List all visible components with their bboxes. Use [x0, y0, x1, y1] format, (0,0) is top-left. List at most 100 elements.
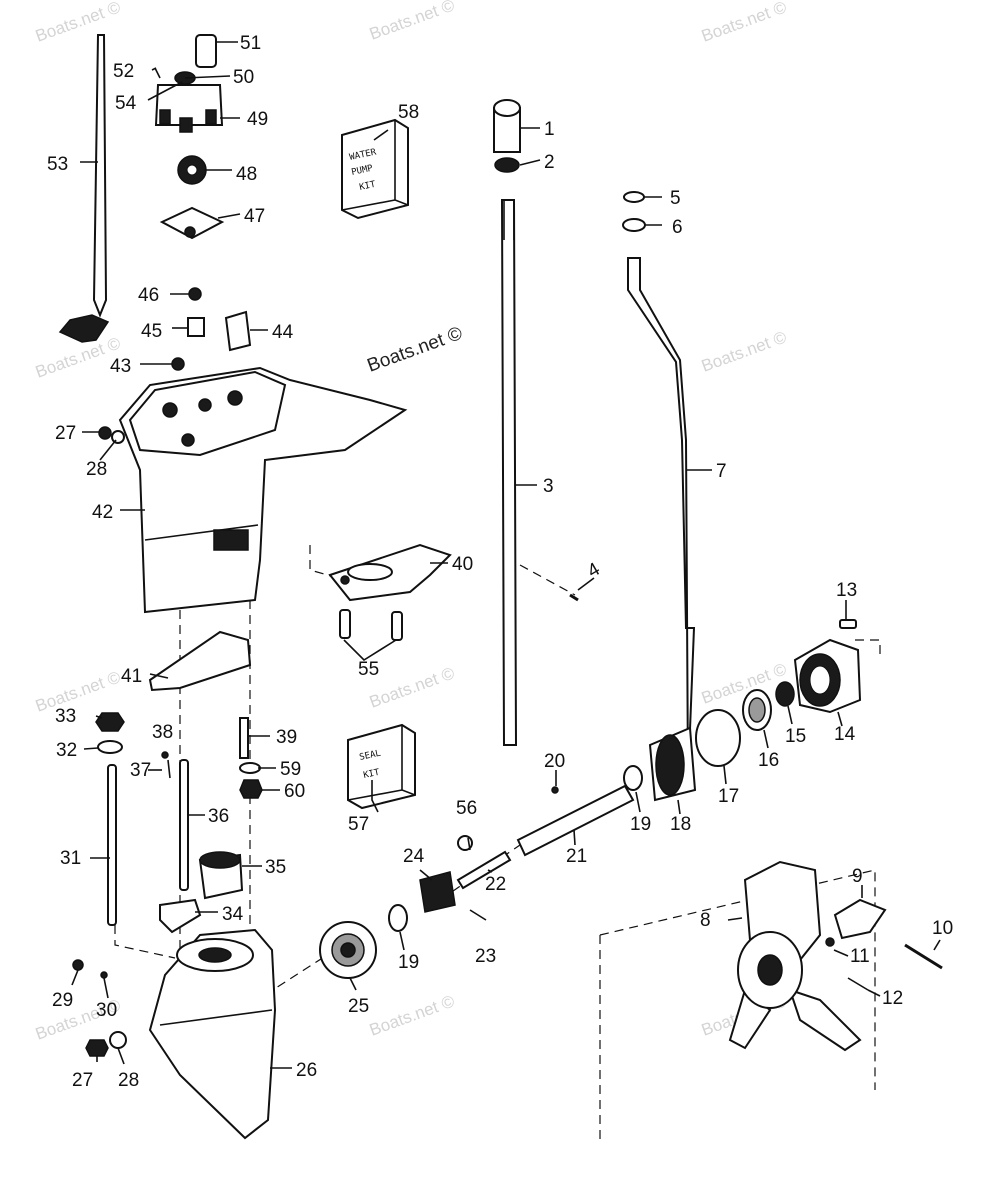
callout-20: 20 [544, 751, 565, 772]
washer-32 [97, 740, 123, 754]
callout-29: 29 [52, 990, 73, 1011]
callout-59: 59 [280, 759, 301, 780]
kit-label-line3: KIT [359, 180, 378, 193]
watermark: Boats.net © [367, 991, 458, 1039]
callout-21: 21 [566, 846, 587, 867]
bearing-16 [742, 689, 772, 731]
washer-59 [239, 762, 261, 774]
callout-51: 51 [240, 33, 261, 54]
callout-19-lower: 19 [398, 952, 419, 973]
part-20 [551, 786, 559, 794]
callout-36: 36 [208, 806, 229, 827]
watermark: Boats.net © [367, 0, 458, 44]
callout-28-upper: 28 [86, 459, 107, 480]
kit-label-line1: SEAL [359, 749, 382, 763]
nut-27-upper [98, 426, 112, 440]
callout-3: 3 [543, 476, 554, 497]
part-46 [188, 287, 202, 301]
screw-29 [72, 959, 84, 971]
callout-52: 52 [113, 61, 134, 82]
callout-17: 17 [718, 786, 739, 807]
pin-10 [904, 943, 943, 970]
callout-55: 55 [358, 659, 379, 680]
callout-41: 41 [121, 666, 142, 687]
pin-4 [569, 593, 579, 602]
seal-15 [775, 681, 795, 707]
callout-44: 44 [272, 322, 294, 343]
washer-28-upper [111, 430, 125, 444]
shift-rod-53 [58, 34, 110, 343]
callout-32: 32 [56, 740, 77, 761]
watermark-center: Boats.net © [365, 323, 466, 377]
callout-4: 4 [584, 559, 604, 583]
washer-11 [825, 937, 835, 947]
callout-34: 34 [222, 904, 244, 925]
o-ring-17 [695, 709, 741, 767]
driveshaft-housing-42 [118, 366, 408, 614]
callout-1: 1 [544, 119, 555, 140]
callout-27-upper: 27 [55, 423, 76, 444]
callout-28-lower: 28 [118, 1070, 139, 1091]
part-45 [187, 317, 205, 337]
water-pump-kit-58: WATER PUMP KIT [341, 118, 409, 220]
callout-48: 48 [236, 164, 257, 185]
pin-22 [456, 850, 512, 890]
pin-30 [100, 971, 108, 979]
part-44 [224, 310, 252, 352]
callout-54: 54 [115, 93, 137, 114]
gasket-41 [148, 630, 252, 692]
watermark: Boats.net © [367, 663, 458, 711]
propeller-8 [728, 860, 862, 1052]
callout-27-lower: 27 [72, 1070, 93, 1091]
callout-40: 40 [452, 554, 473, 575]
stud-39 [239, 717, 249, 759]
callout-11: 11 [850, 946, 870, 967]
callout-18: 18 [670, 814, 691, 835]
callouts: 51 52 50 54 49 53 48 47 46 45 44 43 27 2… [47, 33, 953, 1091]
watermark: Boats.net © [33, 667, 124, 715]
callout-38: 38 [152, 722, 173, 743]
ring-6 [622, 218, 646, 232]
washer-19-upper [623, 765, 643, 791]
bearing-carrier-14 [793, 638, 862, 714]
callout-6: 6 [672, 217, 683, 238]
callout-7: 7 [716, 461, 727, 482]
watermark: Boats.net © [699, 327, 790, 375]
prop-nut-9 [833, 898, 887, 940]
callout-22: 22 [485, 874, 506, 895]
leader-lines [71, 41, 941, 1069]
callout-23: 23 [475, 946, 496, 967]
part-43 [171, 357, 185, 371]
callout-47: 47 [244, 206, 265, 227]
callout-46: 46 [138, 285, 159, 306]
callout-19-upper: 19 [630, 814, 651, 835]
pump-housing [154, 34, 224, 133]
callout-13: 13 [836, 580, 857, 601]
callout-9: 9 [852, 866, 863, 887]
callout-10: 10 [932, 918, 953, 939]
callout-53: 53 [47, 154, 68, 175]
callout-31: 31 [60, 848, 81, 869]
part-35 [198, 851, 244, 900]
callout-8: 8 [700, 910, 711, 931]
cotter-12 [847, 977, 869, 991]
callout-24: 24 [403, 846, 425, 867]
callout-56: 56 [456, 798, 477, 819]
callout-16: 16 [758, 750, 779, 771]
anode-40 [328, 543, 452, 602]
callout-30: 30 [96, 1000, 117, 1021]
ring-5 [623, 191, 645, 203]
impeller-48 [177, 155, 207, 185]
washer-19-lower [388, 904, 408, 932]
screws-55 [339, 609, 403, 641]
callout-42: 42 [92, 502, 113, 523]
screw-13 [839, 619, 857, 629]
watermark: Boats.net © [699, 0, 790, 46]
callout-5: 5 [670, 188, 681, 209]
callout-14: 14 [834, 724, 856, 745]
callout-58: 58 [398, 102, 419, 123]
kit-label-line2: KIT [363, 768, 382, 781]
callout-25: 25 [348, 996, 369, 1017]
